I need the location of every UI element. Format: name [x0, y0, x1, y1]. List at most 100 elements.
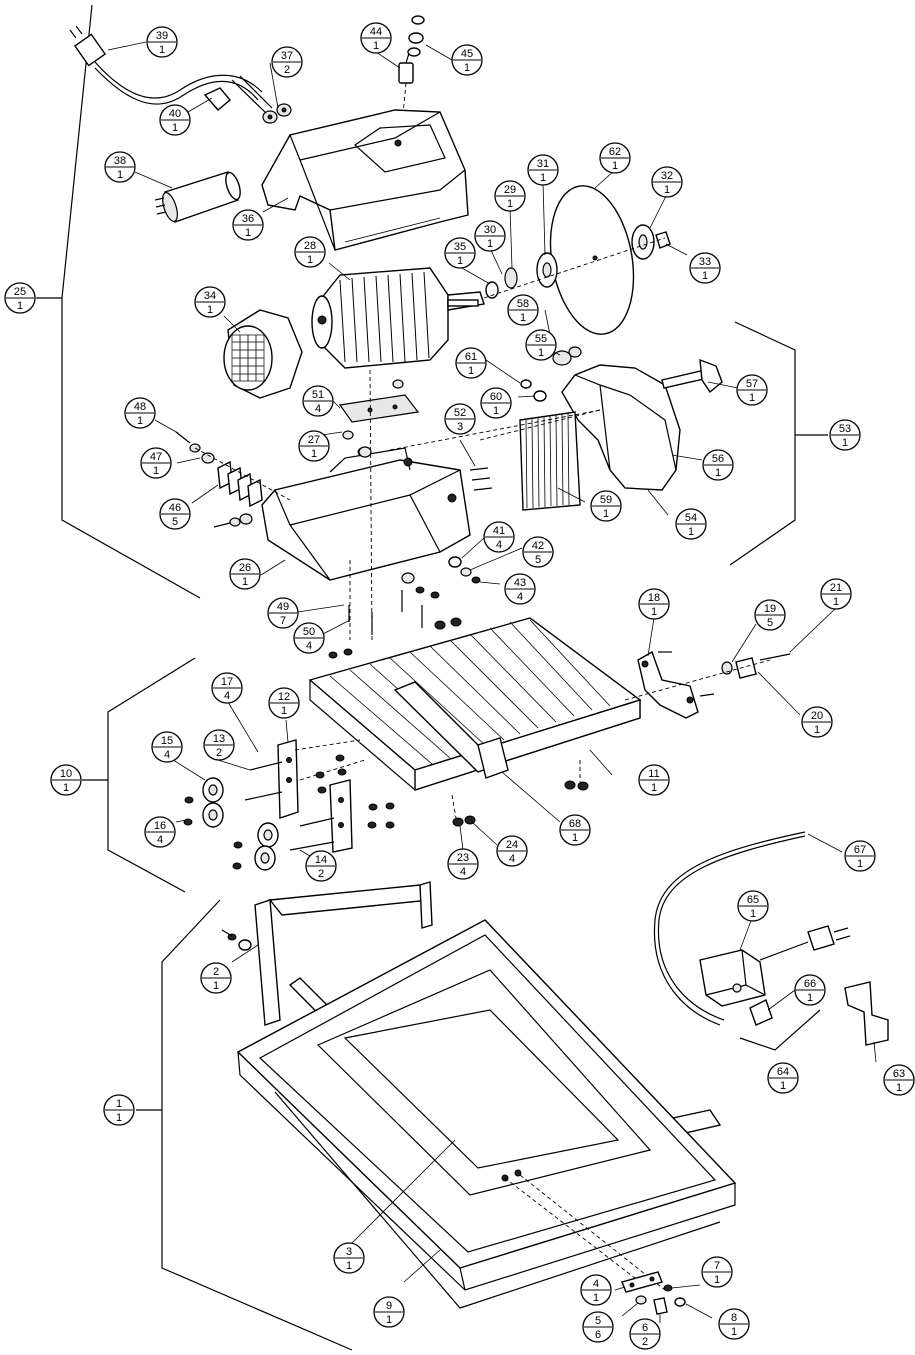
callout-part-59: 591: [590, 490, 622, 522]
callout-part-number: 14: [315, 854, 327, 866]
callout-part-58: 581: [507, 294, 539, 326]
callout-part-number: 31: [537, 158, 549, 170]
callout-part-number: 63: [893, 1068, 905, 1080]
callout-part-number: 49: [277, 601, 289, 613]
callout-quantity: 1: [749, 392, 755, 404]
callout-part-number: 55: [535, 333, 547, 345]
callout-part-number: 61: [465, 351, 477, 363]
callout-part-17: 174: [211, 672, 243, 704]
callout-quantity: 4: [460, 866, 466, 878]
callout-part-4: 41: [580, 1274, 612, 1306]
callout-part-19: 195: [754, 599, 786, 631]
callout-quantity: 1: [245, 227, 251, 239]
callout-part-number: 38: [114, 155, 126, 167]
callout-quantity: 1: [137, 415, 143, 427]
callout-part-47: 471: [140, 447, 172, 479]
callout-part-43: 434: [504, 573, 536, 605]
callout-part-number: 17: [221, 676, 233, 688]
callout-part-number: 48: [134, 401, 146, 413]
callout-quantity: 1: [17, 300, 23, 312]
callout-part-60: 601: [480, 387, 512, 419]
callout-part-number: 23: [457, 852, 469, 864]
callout-part-67: 671: [844, 840, 876, 872]
callout-quantity: 1: [731, 1326, 737, 1338]
callout-part-61: 611: [455, 347, 487, 379]
callout-quantity: 1: [281, 705, 287, 717]
callout-part-number: 39: [156, 30, 168, 42]
callout-quantity: 1: [572, 832, 578, 844]
callout-part-29: 291: [494, 180, 526, 212]
callout-part-number: 29: [504, 184, 516, 196]
callout-part-62: 621: [599, 142, 631, 174]
callout-quantity: 1: [593, 1292, 599, 1304]
callout-part-24: 244: [496, 835, 528, 867]
callout-part-18: 181: [638, 588, 670, 620]
callout-part-65: 651: [737, 890, 769, 922]
callout-part-number: 28: [304, 240, 316, 252]
callout-quantity: 1: [651, 782, 657, 794]
callout-quantity: 1: [487, 238, 493, 250]
callout-quantity: 5: [172, 516, 178, 528]
callout-part-number: 15: [161, 735, 173, 747]
callout-part-number: 10: [60, 768, 72, 780]
callout-part-number: 24: [506, 839, 518, 851]
callout-part-6: 62: [629, 1318, 661, 1350]
callout-quantity: 1: [814, 724, 820, 736]
callout-quantity: 1: [468, 365, 474, 377]
callout-part-45: 451: [451, 44, 483, 76]
blade-assembly: [483, 185, 671, 335]
callout-part-12: 121: [268, 687, 300, 719]
callout-part-54: 541: [675, 508, 707, 540]
callout-part-number: 47: [150, 451, 162, 463]
callout-quantity: 4: [157, 834, 163, 846]
leader-lines: [107, 41, 877, 1323]
callout-quantity: 1: [750, 908, 756, 920]
callout-quantity: 1: [896, 1082, 902, 1094]
callout-part-64: 641: [767, 1062, 799, 1094]
callout-quantity: 1: [311, 448, 317, 460]
callout-part-number: 25: [14, 286, 26, 298]
callout-quantity: 6: [595, 1329, 601, 1341]
callout-part-number: 46: [169, 502, 181, 514]
callout-quantity: 1: [373, 40, 379, 52]
callout-quantity: 1: [780, 1080, 786, 1092]
callout-part-42: 425: [522, 536, 554, 568]
callout-part-55: 551: [525, 329, 557, 361]
callout-quantity: 1: [857, 858, 863, 870]
callout-quantity: 1: [117, 169, 123, 181]
callout-quantity: 1: [116, 1112, 122, 1124]
callout-part-3: 31: [333, 1242, 365, 1274]
callout-quantity: 4: [224, 690, 230, 702]
callout-part-11: 111: [638, 764, 670, 796]
callout-quantity: 2: [216, 747, 222, 759]
terminal-hardware: [175, 379, 493, 584]
callout-part-number: 26: [239, 562, 251, 574]
motor-cover: [261, 109, 469, 251]
callout-part-8: 81: [718, 1308, 750, 1340]
callout-quantity: 1: [540, 172, 546, 184]
callout-part-number: 11: [648, 768, 659, 780]
callout-quantity: 1: [207, 304, 213, 316]
callout-quantity: 1: [688, 526, 694, 538]
callout-part-number: 68: [569, 818, 581, 830]
callout-part-50: 504: [293, 622, 325, 654]
callout-quantity: 1: [307, 254, 313, 266]
callout-quantity: 1: [346, 1260, 352, 1272]
callout-part-38: 381: [104, 151, 136, 183]
callout-part-32: 321: [651, 166, 683, 198]
callout-part-number: 67: [854, 844, 866, 856]
callout-quantity: 1: [507, 198, 513, 210]
callout-part-number: 34: [204, 290, 216, 302]
callout-part-number: 5: [595, 1315, 601, 1327]
callout-quantity: 4: [509, 853, 515, 865]
callout-quantity: 4: [306, 640, 312, 652]
cutting-table: [308, 617, 642, 827]
callout-quantity: 4: [496, 539, 502, 551]
callout-quantity: 1: [842, 437, 848, 449]
callout-part-51: 514: [302, 385, 334, 417]
callout-quantity: 1: [493, 405, 499, 417]
callout-quantity: 1: [833, 596, 839, 608]
callout-part-number: 36: [242, 213, 254, 225]
callout-part-number: 64: [777, 1066, 789, 1078]
